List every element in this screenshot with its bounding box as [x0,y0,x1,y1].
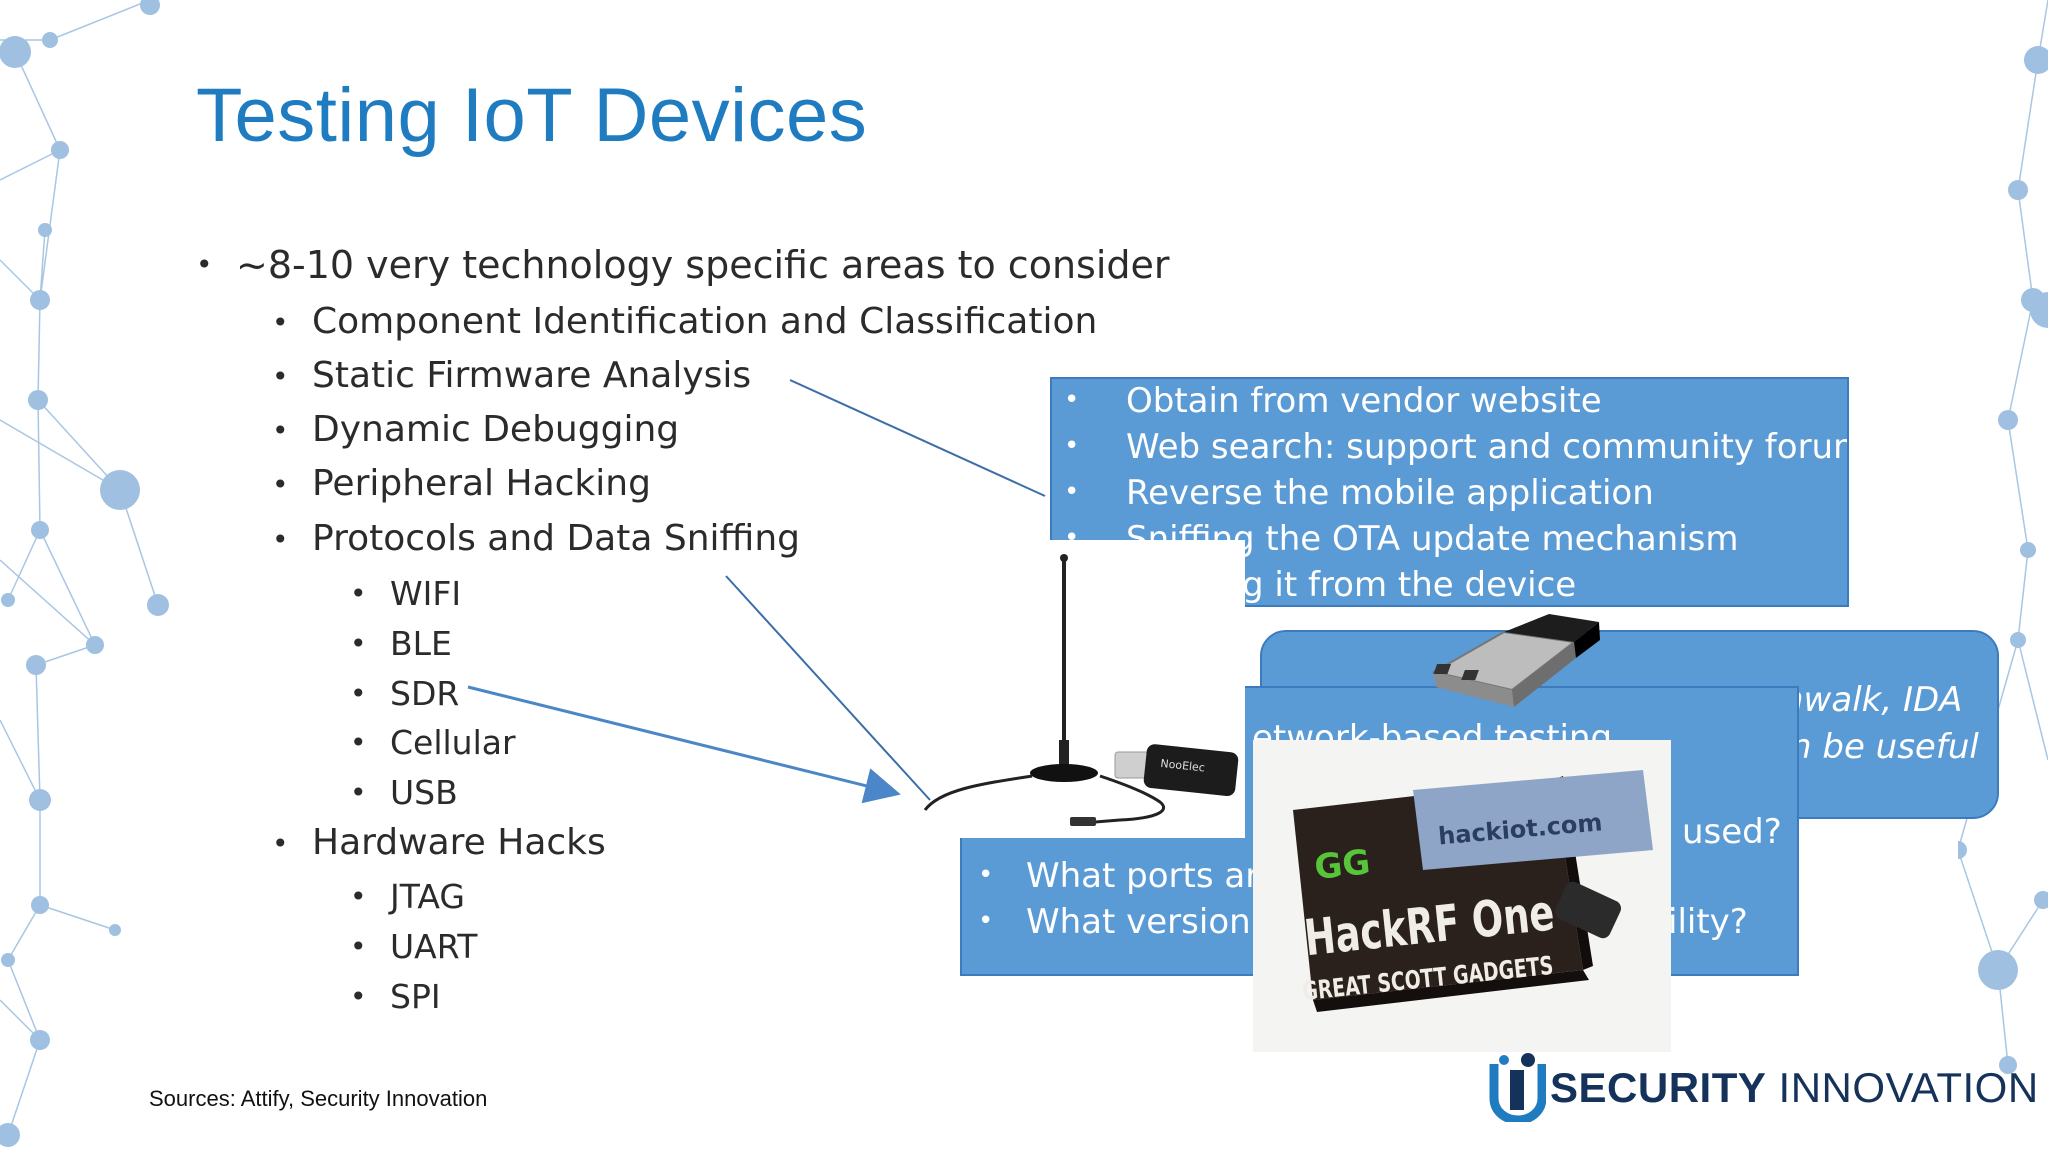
bullet-dot: • [978,906,994,936]
sdr-arrow [467,685,901,804]
bullet-dot: • [272,306,289,339]
tools-line-2: n be useful [1790,727,1979,767]
ports-fragment-used: used? [1682,812,1782,852]
security-innovation-wordmark: SECURITY INNOVATION [1550,1064,2039,1112]
gsg-logo-icon: GG [1312,842,1372,888]
bullet-dot: • [196,248,213,281]
sdr-antenna-photo: NooElec [920,540,1245,838]
hardware-item-label: UART [390,927,478,966]
sources-caption: Sources: Attify, Security Innovation [149,1086,488,1111]
bullet-dot: • [272,523,289,556]
bullet-dot: • [350,980,367,1013]
bullet-dot: • [350,726,367,759]
ports-item-1-text: What ports are [1026,856,1280,896]
sdr-antenna-image: NooElec [923,554,1239,826]
area-label: Dynamic Debugging [312,409,680,450]
hardware-label: Hardware Hacks [312,822,606,863]
bullet-dot: • [350,880,367,913]
logo-word-security: SECURITY [1550,1064,1767,1111]
bullet-dot: • [272,414,289,447]
area-label: Component Identification and Classificat… [312,301,1098,342]
security-innovation-logo-icon [1489,1053,1546,1122]
network-decoration-right [1958,0,2048,1074]
firmware-connector-line [789,379,1046,497]
bullet-intro-text: ~8-10 very technology specific areas to … [236,243,1170,287]
network-decoration-left [0,0,169,1147]
bullet-dot: • [350,677,367,710]
security-innovation-logo: SECURITY INNOVATION [1488,1046,2038,1126]
protocols-connector-line [725,575,931,801]
bullet-dot: • [350,930,367,963]
bullet-dot: • [1064,431,1080,461]
bullet-dot: • [272,468,289,501]
bullet-dot: • [1064,385,1080,415]
slide-title: Testing IoT Devices [196,73,868,158]
logo-word-innovation: INNOVATION [1778,1064,2039,1111]
bullet-dot: • [350,577,367,610]
area-label: Peripheral Hacking [312,463,651,504]
protocol-label: Cellular [390,723,516,762]
area-label: Static Firmware Analysis [312,355,752,396]
hackrf-photo: hackiot.com GG HackRF One GREAT SCOTT GA… [1253,740,1671,1052]
hackrf-image: hackiot.com GG HackRF One GREAT SCOTT GA… [1253,740,1671,1052]
bullet-dot: • [350,776,367,809]
protocol-label: WIFI [390,574,462,613]
area-label: Protocols and Data Sniffing [312,518,800,559]
firmware-item-partial: g it from the device [1242,565,1577,605]
tools-line-1: nwalk, IDA [1782,680,1963,720]
bullet-dot: • [350,627,367,660]
bullet-dot: • [272,827,289,860]
hardware-item-label: SPI [390,977,441,1016]
protocol-label: USB [390,773,458,812]
firmware-item-text: Web search: support and community forums [1126,427,1849,467]
ports-item-2-text: What version is [1026,902,1289,942]
bullet-dot: • [1064,477,1080,507]
ble-dongle-image [1431,614,1600,707]
protocol-label: SDR [390,674,460,713]
firmware-item-text: Obtain from vendor website [1126,381,1602,421]
protocol-label: BLE [390,624,452,663]
hardware-item-label: JTAG [390,877,465,916]
bullet-dot: • [978,860,994,890]
ports-item-2-tail: ility? [1668,902,1748,942]
sdr-dongle-label: NooElec [1160,757,1206,775]
bullet-dot: • [272,360,289,393]
firmware-item-text: Reverse the mobile application [1126,473,1654,513]
